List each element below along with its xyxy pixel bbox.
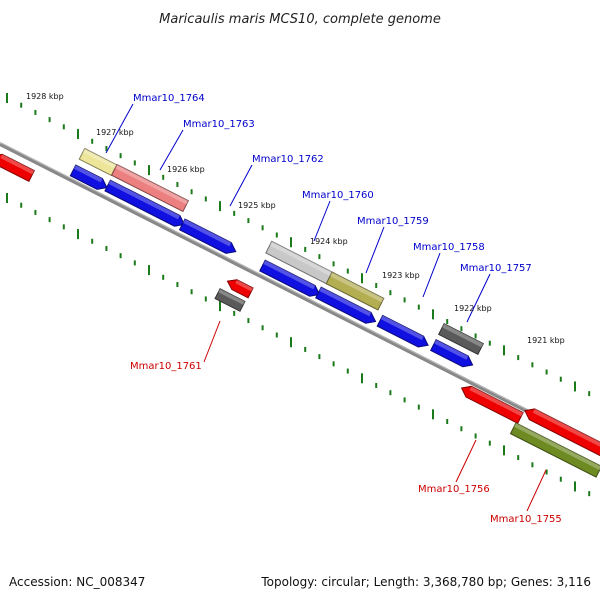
gene-mmar10-1756-highlight — [469, 386, 524, 417]
ruler-label-1924: 1924 kbp — [310, 237, 348, 246]
gene-mmar10-1761-feature-body — [214, 288, 246, 312]
gene-label-mmar10-1761[interactable]: Mmar10_1761 — [130, 361, 202, 372]
gene-mmar10-1757-feature-body — [437, 323, 485, 355]
gene-mmar10-1764-body — [69, 164, 108, 190]
gene-mmar10-1760-body — [259, 259, 321, 297]
gene-label-mmar10-1762[interactable]: Mmar10_1762 — [252, 154, 324, 165]
gene-mmar10-1760-highlight — [263, 260, 316, 290]
gene-reverse-left-edge-body — [0, 153, 36, 182]
gene-mmar10-1756-body — [460, 385, 524, 424]
gene-label-mmar10-1756[interactable]: Mmar10_1756 — [418, 484, 490, 495]
leader-line-3 — [313, 200, 331, 242]
gene-label-mmar10-1764[interactable]: Mmar10_1764 — [133, 93, 205, 104]
leader-line-5 — [422, 252, 441, 298]
gene-mmar10-1755-highlight — [514, 422, 600, 471]
gene-mmar10-1758-body — [376, 314, 429, 348]
gene-reverse-right-edge[interactable] — [524, 408, 600, 457]
topology-text: Topology: circular; Length: 3,368,780 bp… — [260, 575, 591, 589]
gene-mmar10-1758-highlight — [380, 315, 424, 340]
gene-mmar10-1759-body — [315, 286, 377, 324]
leader-line-7 — [203, 320, 221, 363]
gene-mmar10-1761-feature-highlight — [218, 288, 245, 305]
leader-line-8 — [455, 439, 477, 483]
gene-mmar10-1762-highlight — [183, 219, 232, 247]
accession-text: Accession: NC_008347 — [9, 575, 145, 589]
gene-mmar10-1764-feature-highlight — [82, 148, 117, 169]
gene-mmar10-1763-highlight — [108, 180, 180, 220]
gene-mmar10-1756[interactable] — [460, 385, 524, 424]
gene-mmar10-1761-body — [226, 279, 254, 299]
gene-mmar10-1760[interactable] — [259, 259, 321, 297]
gene-label-mmar10-1759[interactable]: Mmar10_1759 — [357, 216, 429, 227]
gene-mmar10-1757-feature-highlight — [442, 323, 484, 348]
gene-mmar10-1761-highlight — [235, 279, 254, 292]
gene-mmar10-1764[interactable] — [69, 164, 108, 190]
gene-label-mmar10-1763[interactable]: Mmar10_1763 — [183, 119, 255, 130]
gene-mmar10-1757[interactable] — [429, 339, 474, 368]
gene-mmar10-1762[interactable] — [178, 218, 237, 254]
gene-mmar10-1755[interactable] — [509, 422, 600, 478]
gene-mmar10-1757-body — [429, 339, 474, 368]
gene-mmar10-1763-feature-highlight — [115, 164, 189, 205]
gene-features — [0, 147, 600, 478]
backbone-line — [0, 142, 600, 450]
gene-mmar10-1757-feature[interactable] — [437, 323, 485, 355]
leader-line-9 — [526, 469, 547, 512]
ruler-label-1922: 1922 kbp — [454, 304, 492, 313]
map-title: Maricaulis maris MCS10, complete genome — [159, 12, 441, 27]
gene-mmar10-1763-body — [104, 179, 186, 227]
leader-line-4 — [365, 226, 385, 274]
gene-label-mmar10-1757[interactable]: Mmar10_1757 — [460, 263, 532, 274]
gene-mmar10-1759-feature[interactable] — [325, 271, 385, 311]
gene-mmar10-1759[interactable] — [315, 286, 377, 324]
leader-line-0 — [105, 103, 134, 154]
gene-mmar10-1760-feature-highlight — [269, 241, 335, 278]
gene-mmar10-1758[interactable] — [376, 314, 429, 348]
ruler-label-1925: 1925 kbp — [238, 201, 276, 210]
ruler-label-1921: 1921 kbp — [527, 336, 565, 345]
gene-mmar10-1759-feature-body — [325, 271, 385, 311]
gene-reverse-left-edge[interactable] — [0, 153, 36, 182]
gene-reverse-right-edge-body — [524, 408, 600, 457]
gene-mmar10-1761[interactable] — [226, 279, 254, 299]
gene-mmar10-1763-feature-body — [110, 163, 190, 213]
leader-line-1 — [159, 129, 184, 171]
ruler-label-1928: 1928 kbp — [26, 92, 64, 101]
gene-reverse-left-edge-highlight — [0, 154, 35, 175]
gene-mmar10-1763[interactable] — [104, 179, 186, 227]
label-leader-lines — [105, 103, 547, 512]
gene-label-mmar10-1758[interactable]: Mmar10_1758 — [413, 242, 485, 253]
genome-backbone — [0, 142, 600, 450]
ruler-label-1926: 1926 kbp — [167, 165, 205, 174]
gene-label-mmar10-1755[interactable]: Mmar10_1755 — [490, 514, 562, 525]
gene-mmar10-1757-highlight — [434, 339, 469, 360]
ruler-label-1923: 1923 kbp — [382, 271, 420, 280]
leader-line-2 — [229, 164, 253, 207]
gene-mmar10-1761-feature[interactable] — [214, 288, 246, 312]
leader-line-6 — [466, 273, 491, 323]
backbone-highlight — [0, 142, 600, 447]
gene-mmar10-1759-feature-highlight — [330, 272, 384, 303]
gene-mmar10-1755-body — [509, 422, 600, 478]
gene-label-mmar10-1760[interactable]: Mmar10_1760 — [302, 190, 374, 201]
gene-reverse-right-edge-highlight — [532, 408, 600, 447]
ruler-ticks — [6, 93, 591, 497]
gene-mmar10-1759-highlight — [319, 287, 372, 317]
gene-mmar10-1763-feature[interactable] — [110, 163, 190, 213]
gene-mmar10-1762-body — [178, 218, 237, 254]
ruler-label-1927: 1927 kbp — [96, 128, 134, 137]
gene-mmar10-1764-highlight — [73, 165, 103, 183]
